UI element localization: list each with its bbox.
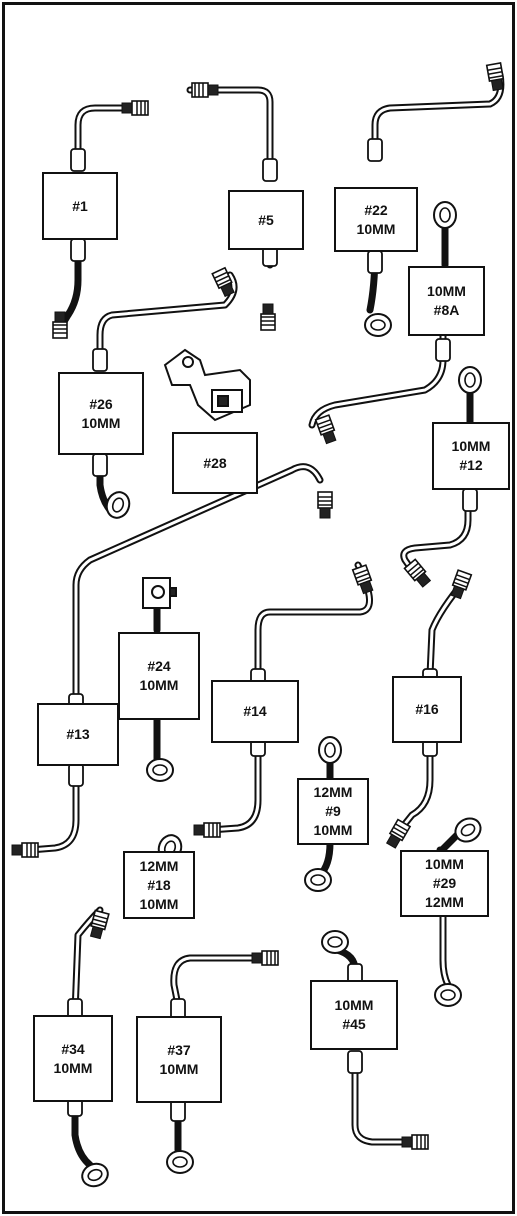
part-label-16: #16 bbox=[392, 676, 462, 743]
part-label-28: #28 bbox=[172, 432, 258, 494]
part-label-13: #13 bbox=[37, 703, 119, 766]
part-label-5: #5 bbox=[228, 190, 304, 250]
part-label-8a: 10MM#8A bbox=[408, 266, 485, 336]
part-label-45: 10MM#45 bbox=[310, 980, 398, 1050]
part-label-12: 10MM#12 bbox=[432, 422, 510, 490]
part-label-1: #1 bbox=[42, 172, 118, 240]
part-label-14: #14 bbox=[211, 680, 299, 743]
